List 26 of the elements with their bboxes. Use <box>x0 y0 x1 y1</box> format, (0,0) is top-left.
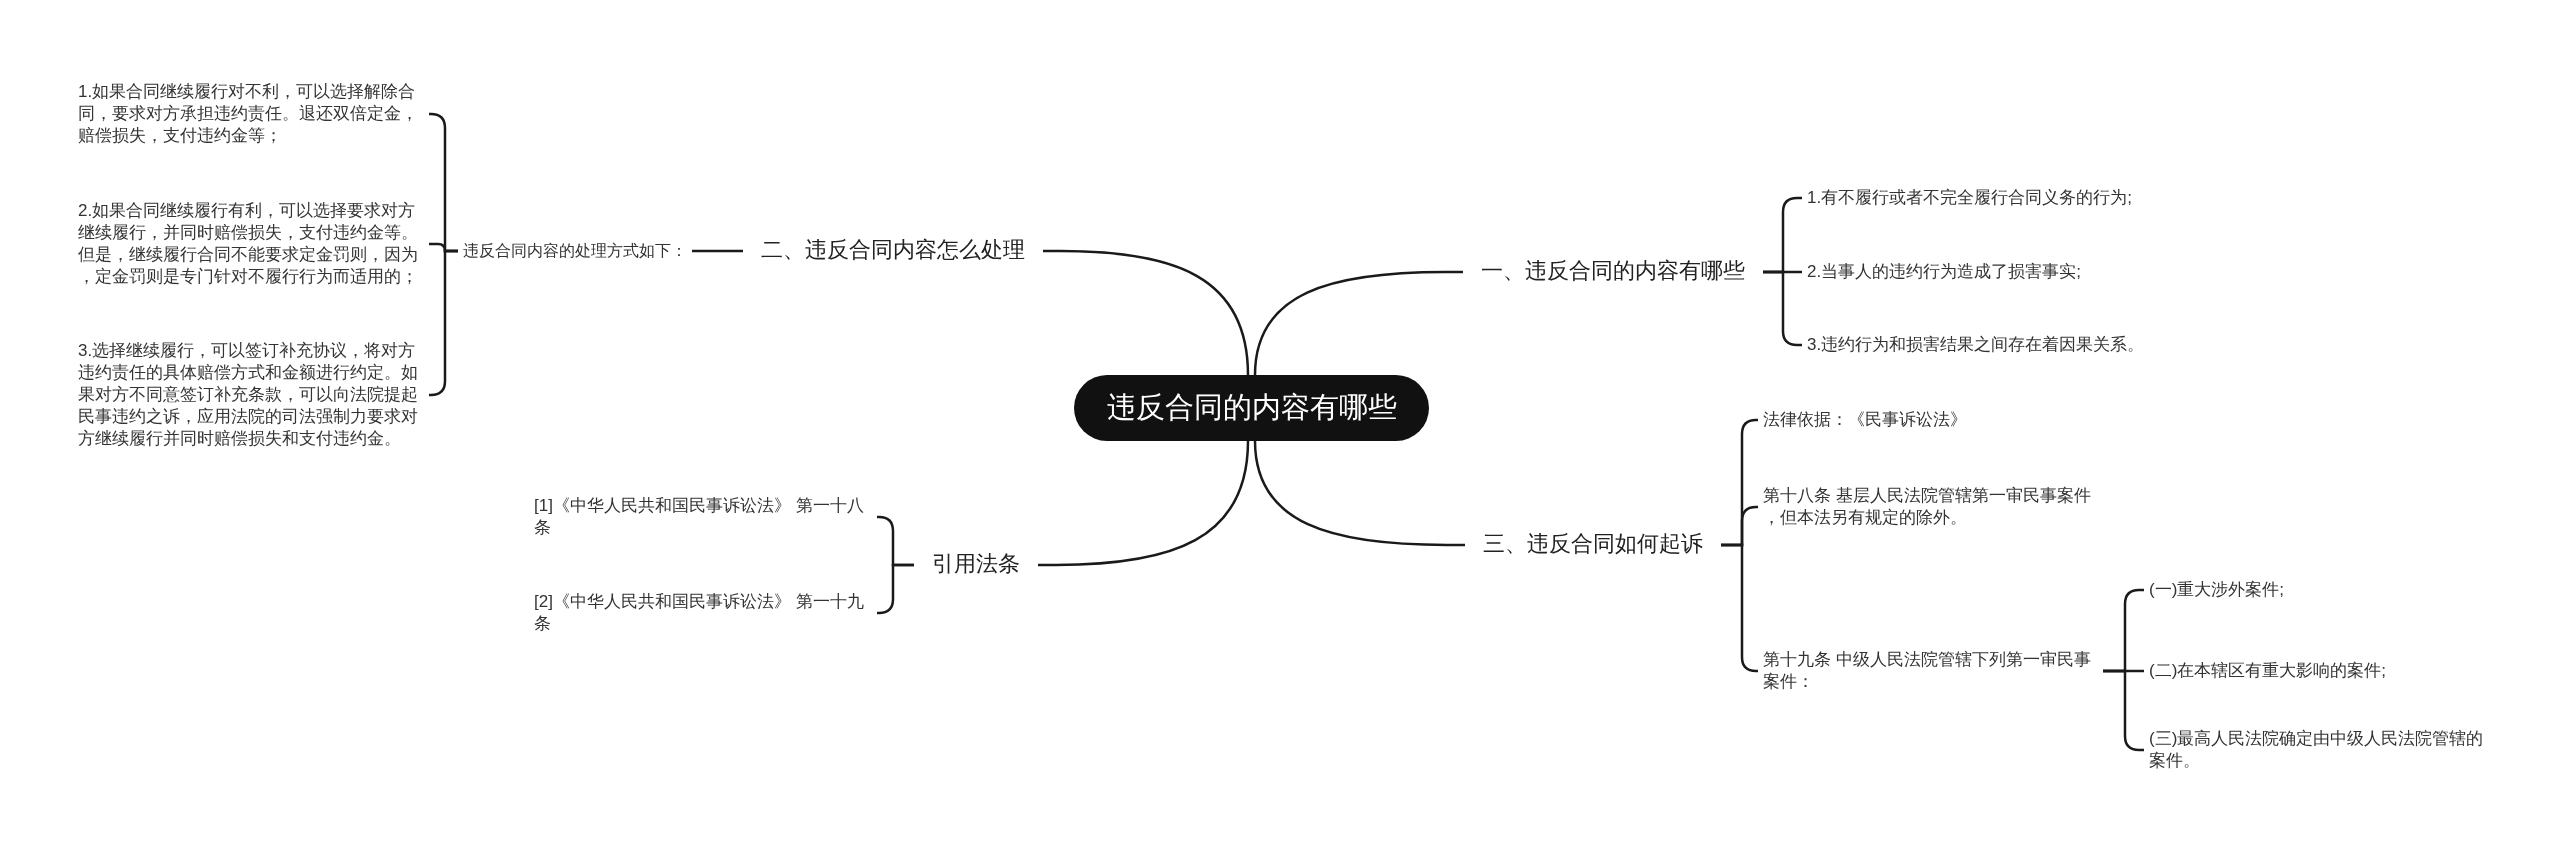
subtopic-text: (一)重大涉外案件; <box>2144 579 2290 602</box>
subtopic-text: 3.违约行为和损害结果之间存在着因果关系。 <box>1802 334 2150 357</box>
subtopic-text: [2]《中华人民共和国民事诉讼法》 第一十九条 <box>529 591 877 636</box>
branch-topic: 引用法条 <box>914 551 1038 579</box>
bracket-line <box>877 563 914 615</box>
subtopic-text: 法律依据：《民事诉讼法》 <box>1758 409 1972 432</box>
central-topic: 违反合同的内容有哪些 <box>1074 375 1429 441</box>
curved-branch-line <box>1043 249 1250 376</box>
branch-topic: 一、违反合同的内容有哪些 <box>1463 258 1763 286</box>
subtopic-text: 3.选择继续履行，可以签订补充协议，将对方违约责任的具体赔偿方式和金额进行约定。如果对方不同意签订补充条款，可以向法院提起民事违约之诉，应用法院的司法强制力要求对方继续履行并同时赔偿损失和支付违约金。 <box>73 340 429 451</box>
subtopic-text: (三)最高人民法院确定由中级人民法院管辖的案件。 <box>2144 728 2494 773</box>
curved-branch-line <box>1038 440 1250 567</box>
subtopic-text: 1.如果合同继续履行对不利，可以选择解除合同，要求对方承担违约责任。退还双倍定金，赔偿损失，支付违约金等； <box>73 81 429 148</box>
curved-branch-line <box>1253 270 1463 376</box>
connector-line <box>692 249 743 253</box>
subtopic-text: 第十八条 基层人民法院管辖第一审民事案件，但本法另有规定的除外。 <box>1758 485 2103 530</box>
subtopic-text: (二)在本辖区有重大影响的案件; <box>2144 660 2392 683</box>
branch-topic: 二、违反合同内容怎么处理 <box>743 237 1043 265</box>
subtopic-text: 第十九条 中级人民法院管辖下列第一审民事案件： <box>1758 649 2103 694</box>
subtopic-text: [1]《中华人民共和国民事诉讼法》 第一十八条 <box>529 495 877 540</box>
subtopic-text: 1.有不履行或者不完全履行合同义务的行为; <box>1802 187 2137 210</box>
subtopic-text: 2.如果合同继续履行有利，可以选择要求对方继续履行，并同时赔偿损失，支付违约金等。但是，继续履行合同不能要求定金罚则，因为，定金罚则是专门针对不履行行为而适用的； <box>73 200 429 289</box>
branch-topic: 三、违反合同如何起诉 <box>1465 531 1721 559</box>
subtopic-text: 2.当事人的违约行为造成了损害事实; <box>1802 261 2086 284</box>
subtopic-text: 违反合同内容的处理方式如下： <box>458 240 692 262</box>
curved-branch-line <box>1253 440 1465 547</box>
